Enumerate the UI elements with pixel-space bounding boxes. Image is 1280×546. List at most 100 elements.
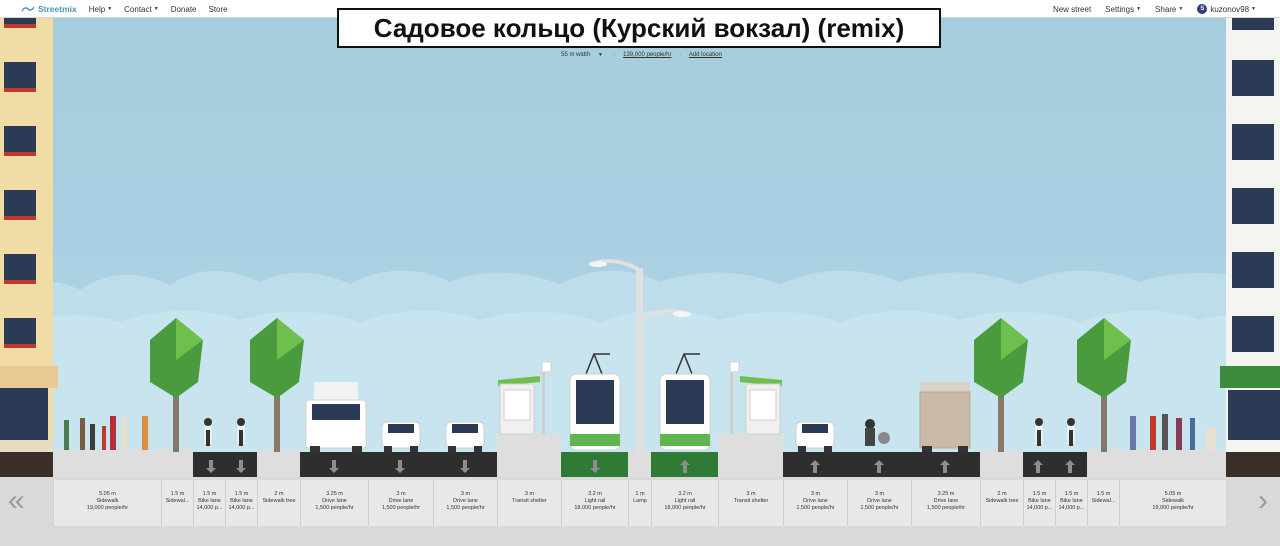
tram-right [659, 353, 711, 451]
add-location-link[interactable]: Add location [688, 52, 722, 58]
segment-capacity: 14,000 p... [1026, 505, 1053, 511]
segment-capacity: 1,500 people/hr [796, 505, 835, 511]
segment-width: 1.5 m [1032, 491, 1047, 497]
tree-right-1 [974, 318, 1028, 452]
chevron-down-icon: ▼ [107, 6, 113, 12]
segment-width: 1 m [635, 491, 645, 497]
segment-capacity: 1,500 people/hr [446, 505, 485, 511]
menu-donate[interactable]: Donate [170, 4, 197, 14]
logo-text: Streetmix [38, 4, 77, 14]
segment-capacity: 1,500 people/hr [381, 505, 421, 511]
menu-settings[interactable]: Settings▼ [1105, 4, 1142, 14]
capacity-link[interactable]: 139,000 people/hr [623, 52, 672, 58]
segment-name: Sidewalk tree [985, 498, 1019, 504]
segment-name: Sidewalk tree [262, 498, 296, 504]
tree-left-1 [150, 318, 203, 452]
segment-width: 1.5 m [1096, 491, 1111, 497]
sidewalk-surfaces [53, 434, 1226, 477]
segment-width: 2 m [274, 491, 284, 497]
menu-help[interactable]: Help▼ [88, 4, 113, 14]
menu-contact[interactable]: Contact▼ [124, 4, 159, 14]
motorcycle-right [865, 419, 890, 446]
segment-width: 3 m [746, 491, 756, 497]
segment-name: Drive lane [453, 498, 478, 504]
chevron-down-icon: ▼ [597, 52, 603, 58]
menu-new-street[interactable]: New street [1052, 4, 1092, 14]
segment-capacity: 1,500 people/hr [860, 505, 899, 511]
menu-share[interactable]: Share▼ [1155, 4, 1184, 14]
streetmix-logo[interactable]: Streetmix [22, 4, 77, 14]
segment-capacity: 14,000 p... [1058, 505, 1085, 511]
segment-width: 3 m [874, 491, 885, 497]
segment-width: 1.5 m [202, 491, 217, 497]
segment-width: 5.05 m [99, 491, 116, 497]
segment-name: Drive lane [803, 498, 828, 504]
box-truck-right [919, 382, 971, 452]
segment-name: Bike lane [1060, 498, 1083, 504]
segment-width: 3.25 m [937, 491, 955, 497]
chevron-down-icon: ▼ [1178, 6, 1184, 12]
segment-name: Sidewalk [1161, 498, 1184, 504]
segment-width: 3 m [810, 491, 821, 497]
truck-left [305, 382, 367, 452]
segment-name: Drive lane [322, 498, 347, 504]
street-width-selector[interactable]: 55 m width ▼ [561, 52, 603, 58]
segment-name: Light rail [584, 498, 606, 504]
street-title[interactable]: Садовое кольцо (Курский вокзал) (remix) [337, 8, 941, 48]
segment-name: Sidewal... [1091, 498, 1116, 504]
segment-width: 3.2 m [678, 491, 692, 497]
segment-capacity: 18,000 people/hr [574, 505, 616, 511]
scroll-left-button[interactable]: « [8, 484, 25, 517]
chevron-down-icon: ▼ [1251, 6, 1256, 12]
segment-name: Transit shelter [733, 498, 769, 504]
segment-width: 2 m [997, 491, 1007, 497]
segment-capacity: 1,500 people/hr [315, 505, 354, 511]
segment-name: Bike lane [1028, 498, 1051, 504]
menu-store[interactable]: Store [208, 4, 228, 14]
segment-capacity: 19,000 people/hr [1152, 505, 1194, 511]
segment-width: 3.2 m [588, 491, 602, 497]
segment-name: Sidewal... [165, 498, 190, 504]
transit-shelter-right [729, 361, 782, 435]
car-left-1 [381, 421, 421, 452]
left-curb [0, 452, 53, 477]
segment-width: 1.5 m [1064, 491, 1079, 497]
segment-width: 3 m [396, 491, 406, 497]
segment-name: Bike lane [198, 498, 221, 504]
tree-left-2 [250, 318, 304, 452]
lane-arrows [206, 460, 1075, 473]
right-building [1220, 0, 1280, 452]
segment-name: Drive lane [388, 498, 414, 504]
segment-width: 1.5 m [170, 491, 185, 497]
user-menu[interactable]: S kuzonov98 ▼ [1197, 4, 1256, 14]
right-curb [1226, 452, 1280, 477]
scroll-right-button[interactable]: › [1258, 484, 1268, 517]
chevron-down-icon: ▼ [1136, 6, 1142, 12]
segment-name: Drive lane [933, 498, 959, 504]
streetmix-wave-icon [22, 6, 34, 12]
user-name: kuzonov98 [1210, 4, 1250, 14]
segment-width: 3 m [460, 491, 471, 497]
transit-shelter-left [498, 361, 552, 435]
